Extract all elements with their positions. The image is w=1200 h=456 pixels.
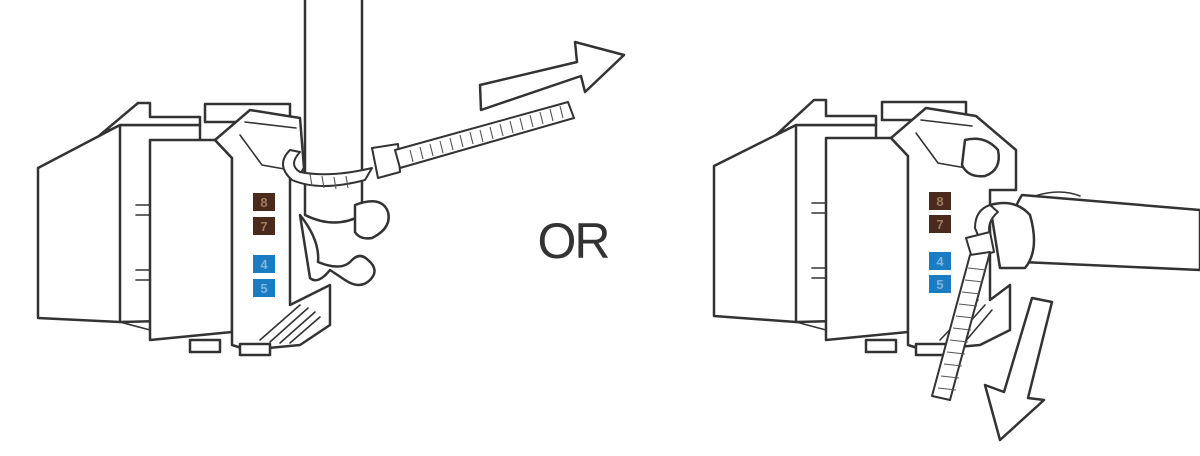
pin-8-label: 8: [936, 194, 943, 209]
pin-5-label: 5: [260, 281, 267, 296]
pin-8-swatch: [929, 192, 951, 210]
pin-labels-right: 8 7 4 5: [929, 192, 951, 293]
vertical-cable: [303, 0, 364, 224]
arrow-right-icon: [478, 40, 626, 112]
keystone-jack-right: [712, 98, 1036, 357]
cable-tie-right: [931, 204, 999, 401]
pin-4-label: 4: [260, 257, 268, 272]
horizontal-cable: [1009, 193, 1200, 272]
cable-tie-left: [282, 101, 575, 190]
pin-7-swatch: [929, 215, 951, 233]
pin-8-label: 8: [260, 195, 267, 210]
pin-7-label: 7: [260, 219, 267, 234]
pin-5-swatch: [253, 279, 275, 297]
pin-5-label: 5: [936, 277, 943, 292]
right-option-illustration: 8 7 4 5: [712, 98, 1200, 442]
left-option-illustration: 8 7 4 5: [36, 0, 626, 357]
arrow-down-icon: [983, 296, 1054, 442]
pin-7-label: 7: [936, 217, 943, 232]
pin-4-swatch: [253, 255, 275, 273]
pin-7-swatch: [253, 217, 275, 235]
pin-4-label: 4: [936, 254, 944, 269]
or-separator: OR: [538, 213, 609, 269]
pin-labels-left: 8 7 4 5: [253, 193, 275, 297]
pin-4-swatch: [929, 252, 951, 270]
pin-8-swatch: [253, 193, 275, 211]
pin-5-swatch: [929, 275, 951, 293]
